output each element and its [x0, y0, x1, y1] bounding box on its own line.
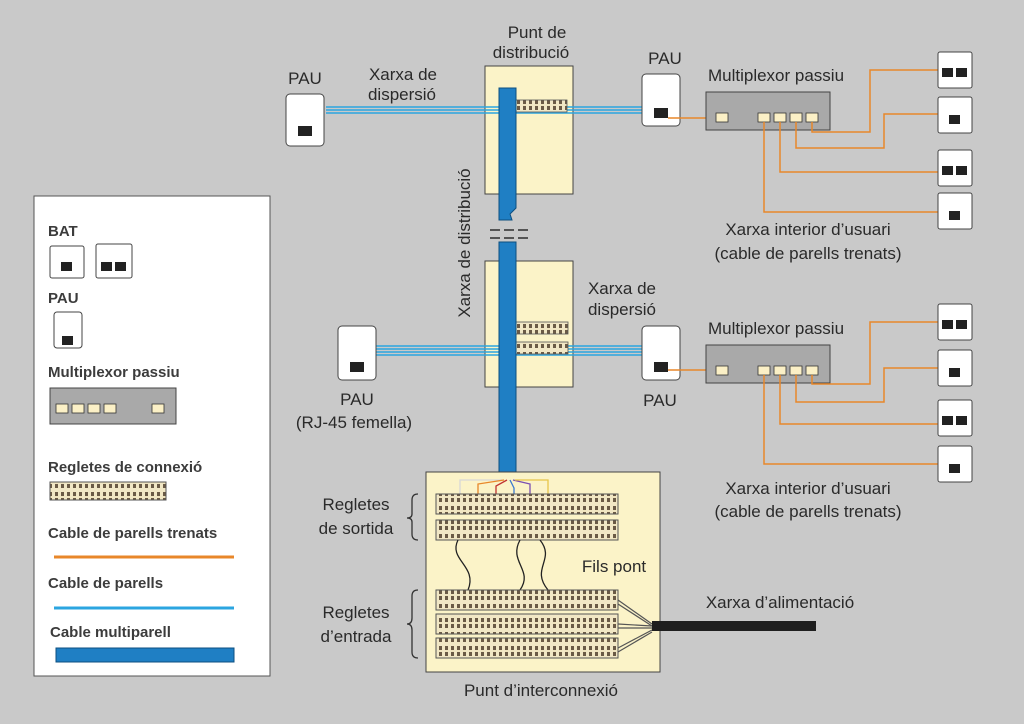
input-strip-1	[435, 589, 619, 611]
label-pau-top-left: PAU	[288, 69, 322, 88]
legend-cable-multiparell-label: Cable multiparell	[50, 624, 171, 641]
user-cables-mid	[763, 321, 938, 465]
output-strip-2	[435, 519, 619, 541]
label-multiplexor-top: Multiplexor passiu	[708, 66, 844, 85]
legend-regletes-label: Regletes de connexió	[48, 459, 202, 476]
label-pau-top-right: PAU	[648, 49, 682, 68]
label-pau-mid-right: PAU	[643, 391, 677, 410]
distribution-panel-top	[484, 65, 574, 195]
label-dispersio-top-2: dispersió	[368, 85, 436, 104]
label-interior-mid-1: Xarxa interior d’usuari	[725, 479, 890, 498]
feeder-fanout	[617, 599, 653, 653]
label-dispersio-mid-2: dispersió	[588, 300, 656, 319]
connection-strip-top	[514, 99, 568, 113]
multipair-cable-main	[498, 241, 517, 481]
multiplexor-mid	[668, 344, 831, 384]
legend-bat-label: BAT	[48, 223, 78, 240]
pau-mid-right	[641, 325, 681, 381]
label-pau-mid-left: PAU	[340, 390, 374, 409]
distribution-wires	[459, 479, 549, 494]
label-regletes-sortida-1: Regletes	[322, 495, 389, 514]
label-interior-top-1: Xarxa interior d’usuari	[725, 220, 890, 239]
legend-regletes-icon	[49, 481, 167, 501]
label-multiplexor-mid: Multiplexor passiu	[708, 319, 844, 338]
pau-mid-left	[337, 325, 377, 381]
label-xarxa-alimentacio: Xarxa d’alimentació	[706, 593, 854, 612]
label-interior-mid-2: (cable de parells trenats)	[714, 502, 901, 521]
label-regletes-entrada-2: d’entrada	[321, 627, 392, 646]
legend-multiplexor-label: Multiplexor passiu	[48, 364, 180, 381]
user-cables-top	[763, 69, 938, 213]
input-strip-2	[435, 613, 619, 635]
label-dispersio-top-1: Xarxa de	[369, 65, 437, 84]
feeder-cable	[652, 621, 816, 631]
output-strip-1	[435, 493, 619, 515]
label-fils-pont: Fils pont	[582, 557, 647, 576]
label-regletes-sortida-2: de sortida	[319, 519, 394, 538]
legend-multiplexor-icon	[49, 387, 177, 425]
legend-bat-icons	[49, 243, 133, 279]
label-punt-distribucio-2: distribució	[493, 43, 570, 62]
dispersion-cable-top	[326, 106, 642, 114]
legend-cable-parells-label: Cable de parells	[48, 575, 163, 592]
legend-pau-label: PAU	[48, 290, 79, 307]
label-dispersio-mid-1: Xarxa de	[588, 279, 656, 298]
jumper-wires	[455, 539, 549, 591]
input-strip-3	[435, 637, 619, 659]
braces	[406, 493, 419, 659]
label-punt-interconnexio: Punt d’interconnexió	[464, 681, 618, 700]
connection-strip-mid-2	[515, 341, 569, 355]
label-regletes-entrada-1: Regletes	[322, 603, 389, 622]
multipair-cable-top	[498, 87, 517, 221]
pau-top-right	[641, 73, 681, 127]
multiplexor-top	[668, 91, 831, 131]
pau-top-left	[285, 93, 325, 147]
label-interior-top-2: (cable de parells trenats)	[714, 244, 901, 263]
legend-pau-icon	[53, 311, 83, 349]
connection-strip-mid-1	[515, 321, 569, 335]
label-punt-distribucio-1: Punt de	[508, 23, 567, 42]
legend-cable-trenats-label: Cable de parells trenats	[48, 525, 217, 542]
label-xarxa-distribucio: Xarxa de distribució	[455, 168, 474, 317]
legend-cable-multiparell-bar	[55, 647, 235, 663]
bat-sockets	[937, 51, 973, 483]
label-pau-mid-left-sub: (RJ-45 femella)	[296, 413, 412, 432]
